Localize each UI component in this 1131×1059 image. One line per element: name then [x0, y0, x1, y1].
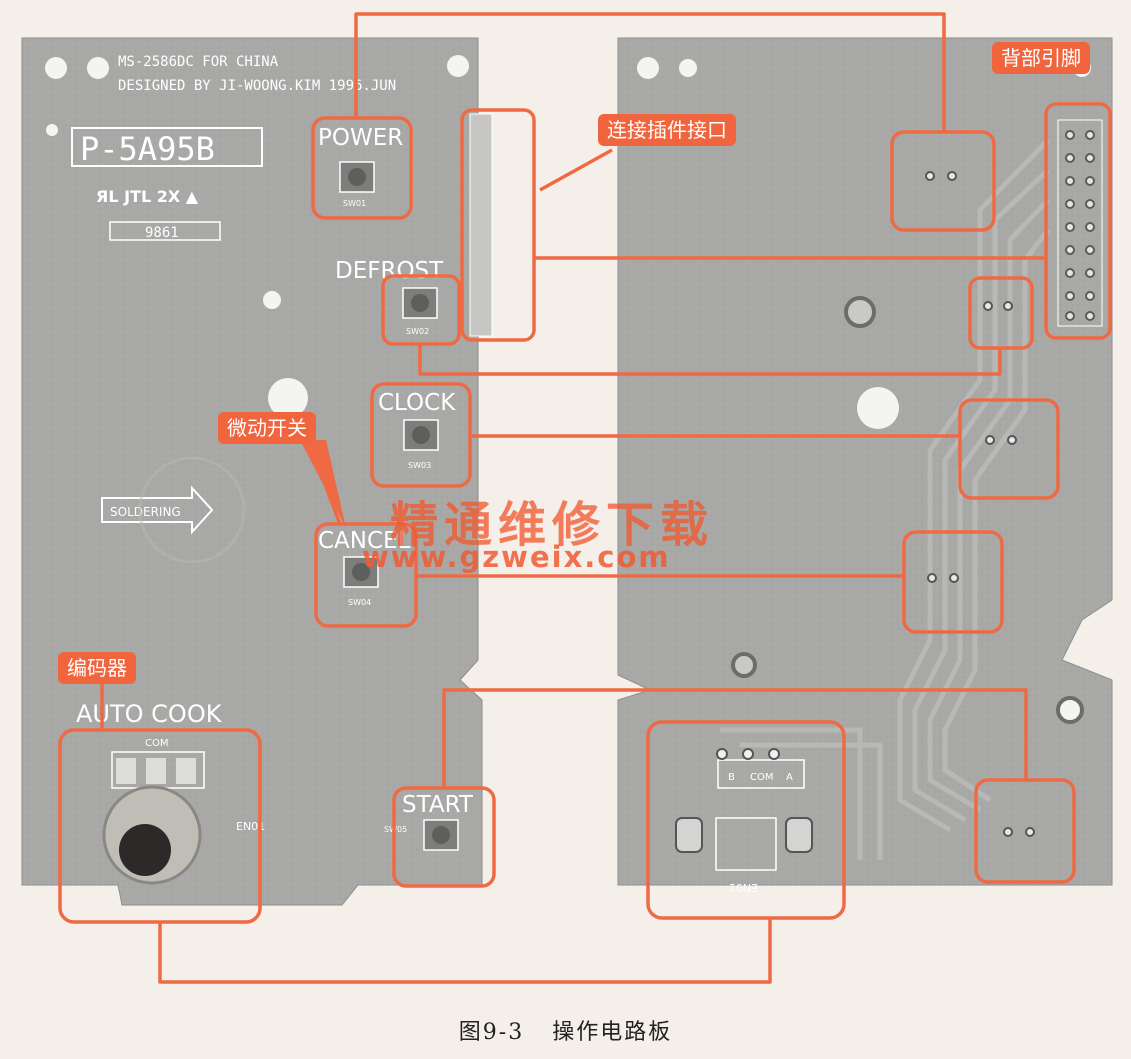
pcb-traces [720, 138, 1050, 860]
mount-hole [857, 387, 899, 429]
figure-caption: 图9-3 操作电路板 [0, 1014, 1131, 1046]
model-line-1: MS-2586DC FOR CHINA [118, 54, 279, 70]
pin-header-box [1044, 102, 1112, 340]
defrost-link-line [418, 344, 1002, 376]
stamp-seal [138, 456, 246, 564]
date-code: 9861 [145, 225, 179, 241]
mount-hole [679, 59, 697, 77]
power-highlight-box [311, 116, 413, 220]
power-switch: SW01 [339, 161, 375, 208]
start-label: START [402, 792, 474, 818]
svg-text:EN01: EN01 [729, 881, 758, 894]
power-label: POWER [318, 125, 403, 151]
mount-hole [87, 57, 109, 79]
clock-switch: SW03 [403, 419, 439, 470]
left-board: MS-2586DC FOR CHINA DESIGNED BY JI-WOONG… [21, 37, 493, 906]
svg-text:SW02: SW02 [406, 327, 429, 336]
figure-title: 操作电路板 [552, 1020, 673, 1045]
svg-text:A: A [786, 772, 793, 783]
cancel-switch: SW04 [343, 556, 379, 607]
pin-header [1057, 119, 1103, 327]
svg-text:SW04: SW04 [348, 598, 371, 607]
connector-callout-pointer [539, 148, 613, 192]
model-line-2: DESIGNED BY JI-WOONG.KIM 1996.JUN [118, 78, 396, 94]
svg-text:EN01: EN01 [236, 820, 265, 833]
svg-text:SW01: SW01 [343, 199, 366, 208]
svg-text:B: B [728, 772, 735, 783]
micro-switch-pointer-tip [300, 440, 346, 528]
soldering-label: SOLDERING [110, 505, 181, 519]
encoder-footprint: B COM A EN01 [675, 748, 813, 894]
part-number: P-5A95B [80, 130, 215, 168]
figure-number: 图9-3 [458, 1020, 525, 1045]
part-number-box [71, 127, 263, 167]
connector-strip [469, 113, 493, 337]
rotary-encoder: COM EN01 [102, 738, 265, 885]
mount-hole [46, 124, 58, 136]
defrost-switch: SW02 [402, 287, 438, 336]
watermark-cn: 精通维修下载 [390, 497, 715, 553]
start-link-line [442, 688, 1028, 788]
auto-cook-label: AUTO COOK [76, 700, 223, 728]
mount-hole [731, 652, 757, 678]
mount-hole [45, 57, 67, 79]
clock-label: CLOCK [378, 390, 456, 416]
micro-switch-callout: 微动开关 [218, 412, 316, 444]
mount-hole [637, 57, 659, 79]
defrost-label: DEFROST [335, 258, 444, 284]
cert-mark: ЯL JTL 2X ▲ [96, 187, 199, 206]
mount-hole [447, 55, 469, 77]
cancel-label: CANCEL [318, 528, 411, 554]
date-code-box [109, 221, 221, 241]
back-pins-callout: 背部引脚 [992, 42, 1090, 74]
soldering-arrow-icon [101, 485, 214, 535]
clock-back-pad-box [958, 398, 1060, 500]
svg-text:COM: COM [145, 738, 168, 749]
svg-text:COM: COM [750, 772, 773, 783]
right-board: B COM A EN01 [617, 37, 1113, 894]
encoder-link-line [158, 918, 772, 984]
power-link-line [354, 12, 946, 132]
encoder-back-box [646, 720, 846, 920]
mount-hole [844, 296, 876, 328]
highlight-layer [58, 12, 1112, 984]
encoder-callout: 编码器 [58, 652, 136, 684]
mount-hole [263, 291, 281, 309]
connector-callout: 连接插件接口 [598, 114, 736, 146]
mount-hole [1056, 696, 1084, 724]
connector-highlight-box [460, 108, 536, 342]
svg-text:SW03: SW03 [408, 461, 431, 470]
switch-solder-pads [925, 171, 1035, 837]
mount-hole [268, 378, 308, 418]
cancel-back-pad-box [902, 530, 1004, 634]
watermark-url: www.gzweix.com [362, 540, 671, 574]
